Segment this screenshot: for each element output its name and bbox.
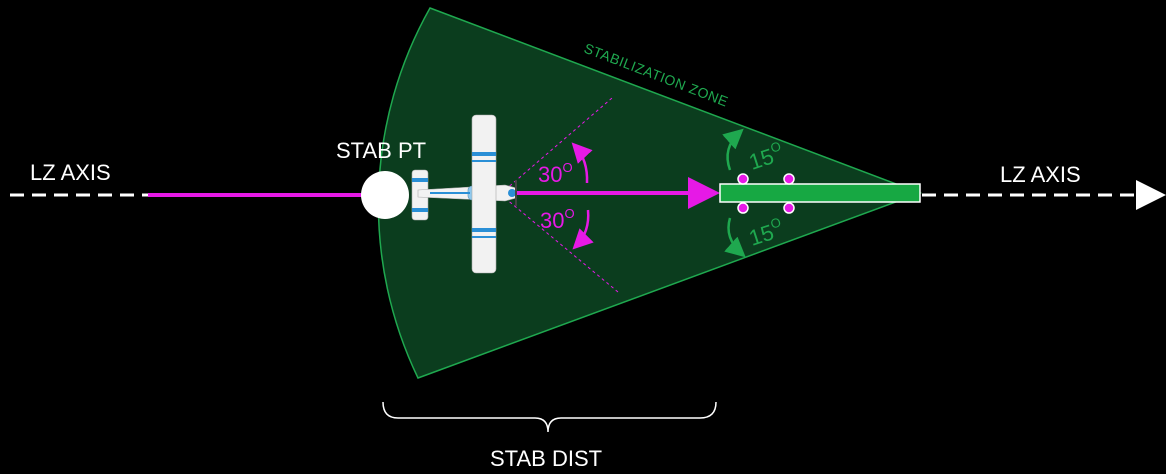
upper-30-arc-arrow <box>571 142 593 184</box>
stab-dist-label: STAB DIST <box>490 446 602 471</box>
lz-light <box>783 173 795 185</box>
stab-dist-brace <box>382 401 717 433</box>
lower-30-line <box>504 197 619 293</box>
stab-pt-label: STAB PT <box>336 138 426 163</box>
lz-axis-left-label: LZ AXIS <box>30 160 111 185</box>
lz-light <box>783 202 795 214</box>
lz-axis-right-label: LZ AXIS <box>1000 162 1081 187</box>
lz-light <box>737 173 749 185</box>
lower-30-arc-arrow <box>572 209 594 250</box>
upper-15-label: 15O <box>745 138 786 174</box>
lower-15-arc-arrow <box>724 217 746 258</box>
upper-15-arc-arrow <box>722 128 744 171</box>
lz-light <box>737 202 749 214</box>
stab-point-marker <box>361 171 409 219</box>
aircraft-icon <box>411 114 517 274</box>
lower-30-label: 30O <box>540 206 575 233</box>
landing-zone <box>719 183 921 203</box>
upper-30-label: 30O <box>538 160 573 187</box>
